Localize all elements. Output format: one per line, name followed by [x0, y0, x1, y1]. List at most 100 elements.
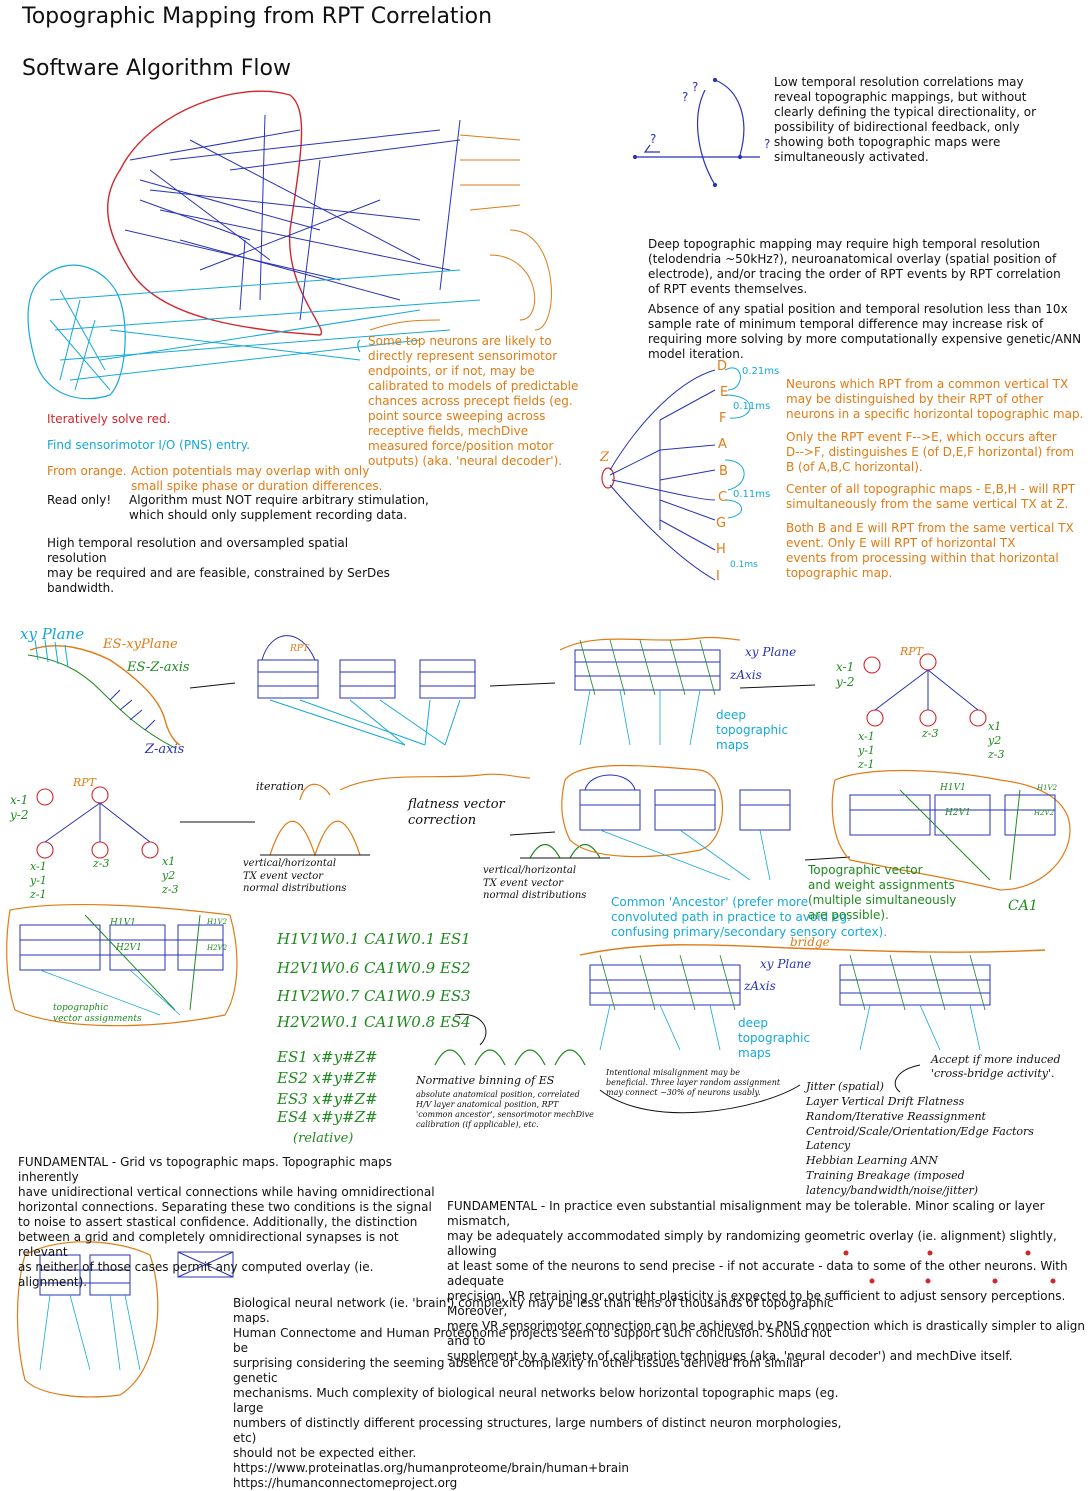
topo-vector-note: Topographic vector and weight assignment… [808, 863, 957, 922]
z-axis-label: Z-axis [145, 742, 185, 757]
ca1-label: CA1 [1008, 898, 1038, 914]
timing-1: 0.21ms [742, 366, 780, 377]
xy-plane-label: xy Plane [20, 625, 85, 643]
cyan-arrow [357, 339, 361, 353]
normative-waves [434, 1049, 586, 1066]
xy-plane-label-3: xy Plane [760, 957, 812, 971]
es-xy-plane-label: ES-xyPlane [103, 637, 178, 652]
neurons-rpt-note: Neurons which RPT from a common vertical… [786, 377, 1084, 421]
question-mark-3: ? [650, 132, 657, 146]
top-neurons-note: Some top neurons are likely to directly … [368, 334, 579, 468]
es-coord-2: ES2 x#y#Z# [277, 1069, 378, 1087]
rpt-label-1: RPT [290, 644, 309, 654]
top-left-network [27, 90, 552, 400]
accept-note: Accept if more induced 'cross-bridge act… [931, 1053, 1061, 1080]
node-e: E [720, 385, 729, 400]
deep-mapping-note: Deep topographic mapping may require hig… [648, 237, 1061, 296]
coord-b-2: x-1 y-1 z-1 [30, 860, 47, 901]
low-temporal-note: Low temporal resolution correlations may… [774, 75, 1037, 164]
layered-maps-row1-output [269, 699, 461, 746]
ap-overlap-note: Action potentials may overlap with only … [131, 464, 383, 493]
diagram-canvas [6, 77, 1071, 1398]
coord-a-1: x-1 y-2 [836, 660, 855, 689]
read-only-label: Read only! [47, 493, 112, 507]
es-coord-1: ES1 x#y#Z# [277, 1048, 378, 1066]
cyan-network-lines [49, 269, 481, 391]
h2v1-label-2: H2V1 [116, 943, 142, 953]
vh-tx-label-1: vertical/horizontal TX event vector norm… [243, 858, 347, 894]
deep-topo-label-2: deep topographic maps [738, 1016, 811, 1060]
blue-network-lines [124, 114, 461, 321]
es-xy-plane-sketch [27, 639, 236, 749]
timing-2: 0.11ms [733, 401, 771, 412]
h1v2-label-1: H1V2 [1037, 784, 1058, 792]
topo-vector-assign-label: topographic vector assignments [53, 1003, 142, 1025]
high-temporal-note: High temporal resolution and oversampled… [47, 536, 390, 595]
node-g: G [716, 516, 727, 531]
coord-c-1: z-3 [922, 727, 939, 740]
intentional-arrow [599, 1084, 801, 1114]
h1v2-label-2: H1V2 [207, 918, 228, 926]
z-axis-label-3: zAxis [744, 979, 776, 993]
rpt-label-2: RPT [900, 645, 924, 658]
weight-line-1: H1V1W0.1 CA1W0.1 ES1 [277, 930, 471, 948]
node-f: F [719, 411, 727, 426]
both-be-note: Both B and E will RPT from the same vert… [786, 521, 1074, 580]
rpt-tree-2 [36, 786, 255, 859]
rpt-tree-1 [863, 653, 987, 727]
coord-a-2: x-1 y-2 [10, 793, 29, 822]
intentional-note: Intentional misalignment may be benefici… [606, 1068, 781, 1097]
iteration-sketch [260, 773, 610, 859]
h2v1-label-1: H2V1 [945, 808, 971, 818]
weight-line-4: H2V2W0.1 CA1W0.8 ES4 [277, 1013, 471, 1031]
h1v1-label-2: H1V1 [110, 918, 136, 928]
deep-topo-label-1: deep topographic maps [716, 708, 789, 752]
timing-3: 0.11ms [733, 489, 771, 500]
node-i: I [716, 569, 720, 584]
vh-tx-label-2: vertical/horizontal TX event vector norm… [483, 865, 587, 901]
algorithm-note: Algorithm must NOT require arbitrary sti… [129, 493, 429, 522]
legend-cyan: Find sensorimotor I/O (PNS) entry. [47, 438, 251, 452]
es-z-axis-label: ES-Z-axis [127, 660, 190, 675]
bridge-block [579, 944, 1046, 1051]
node-z: Z [600, 450, 610, 465]
legend-red: Iteratively solve red. [47, 412, 171, 426]
question-mark-2: ? [692, 80, 699, 94]
coord-b-1: x-1 y-1 z-1 [858, 730, 875, 771]
bidirectional-sketch [632, 77, 760, 188]
z-axis-label-2: zAxis [730, 668, 762, 682]
xy-plane-label-2: xy Plane [745, 645, 797, 659]
rpt-label-3: RPT [73, 776, 97, 789]
grid-vs-topo-sketch [16, 1241, 234, 1398]
red-boundary-loop [107, 90, 323, 336]
page-subtitle: Software Algorithm Flow [22, 56, 291, 81]
weight-line-2: H2V1W0.6 CA1W0.9 ES2 [277, 959, 471, 977]
flatness-label: flatness vector correction [408, 797, 505, 829]
layered-maps-row1 [257, 635, 476, 699]
normative-detail: absolute anatomical position, correlated… [416, 1090, 594, 1129]
page-title: Topographic Mapping from RPT Correlation [22, 4, 493, 29]
center-note: Center of all topographic maps - E,B,H -… [786, 482, 1076, 511]
node-d: D [717, 359, 728, 374]
rpt-letter-diagram [601, 367, 751, 581]
iteration-label: iteration [256, 780, 304, 793]
node-h: H [716, 542, 726, 557]
accept-arrow [894, 1064, 921, 1093]
h1v1-label-1: H1V1 [940, 783, 966, 793]
cyan-boundary-loop [27, 264, 126, 400]
topo-vector-block [6, 903, 238, 1027]
bottom-right-dots [843, 1250, 1056, 1284]
normative-label: Normative binning of ES [416, 1074, 555, 1087]
orange-network-lines [369, 134, 552, 331]
timing-4: 0.1ms [730, 560, 758, 570]
deep-topo-block-2 [561, 764, 791, 881]
only-rpt-note: Only the RPT event F-->E, which occurs a… [786, 430, 1075, 474]
weights-arrow [454, 1013, 487, 1046]
bridge-label: bridge [790, 935, 830, 949]
common-ancestor-note: Common 'Ancestor' (prefer more convolute… [611, 895, 888, 939]
ca1-block [831, 769, 1071, 891]
h2v2-label-2: H2V2 [207, 944, 228, 952]
question-mark-1: ? [682, 90, 689, 104]
node-a: A [718, 437, 727, 452]
biological-note: Biological neural network (ie. 'brain') … [233, 1296, 842, 1490]
